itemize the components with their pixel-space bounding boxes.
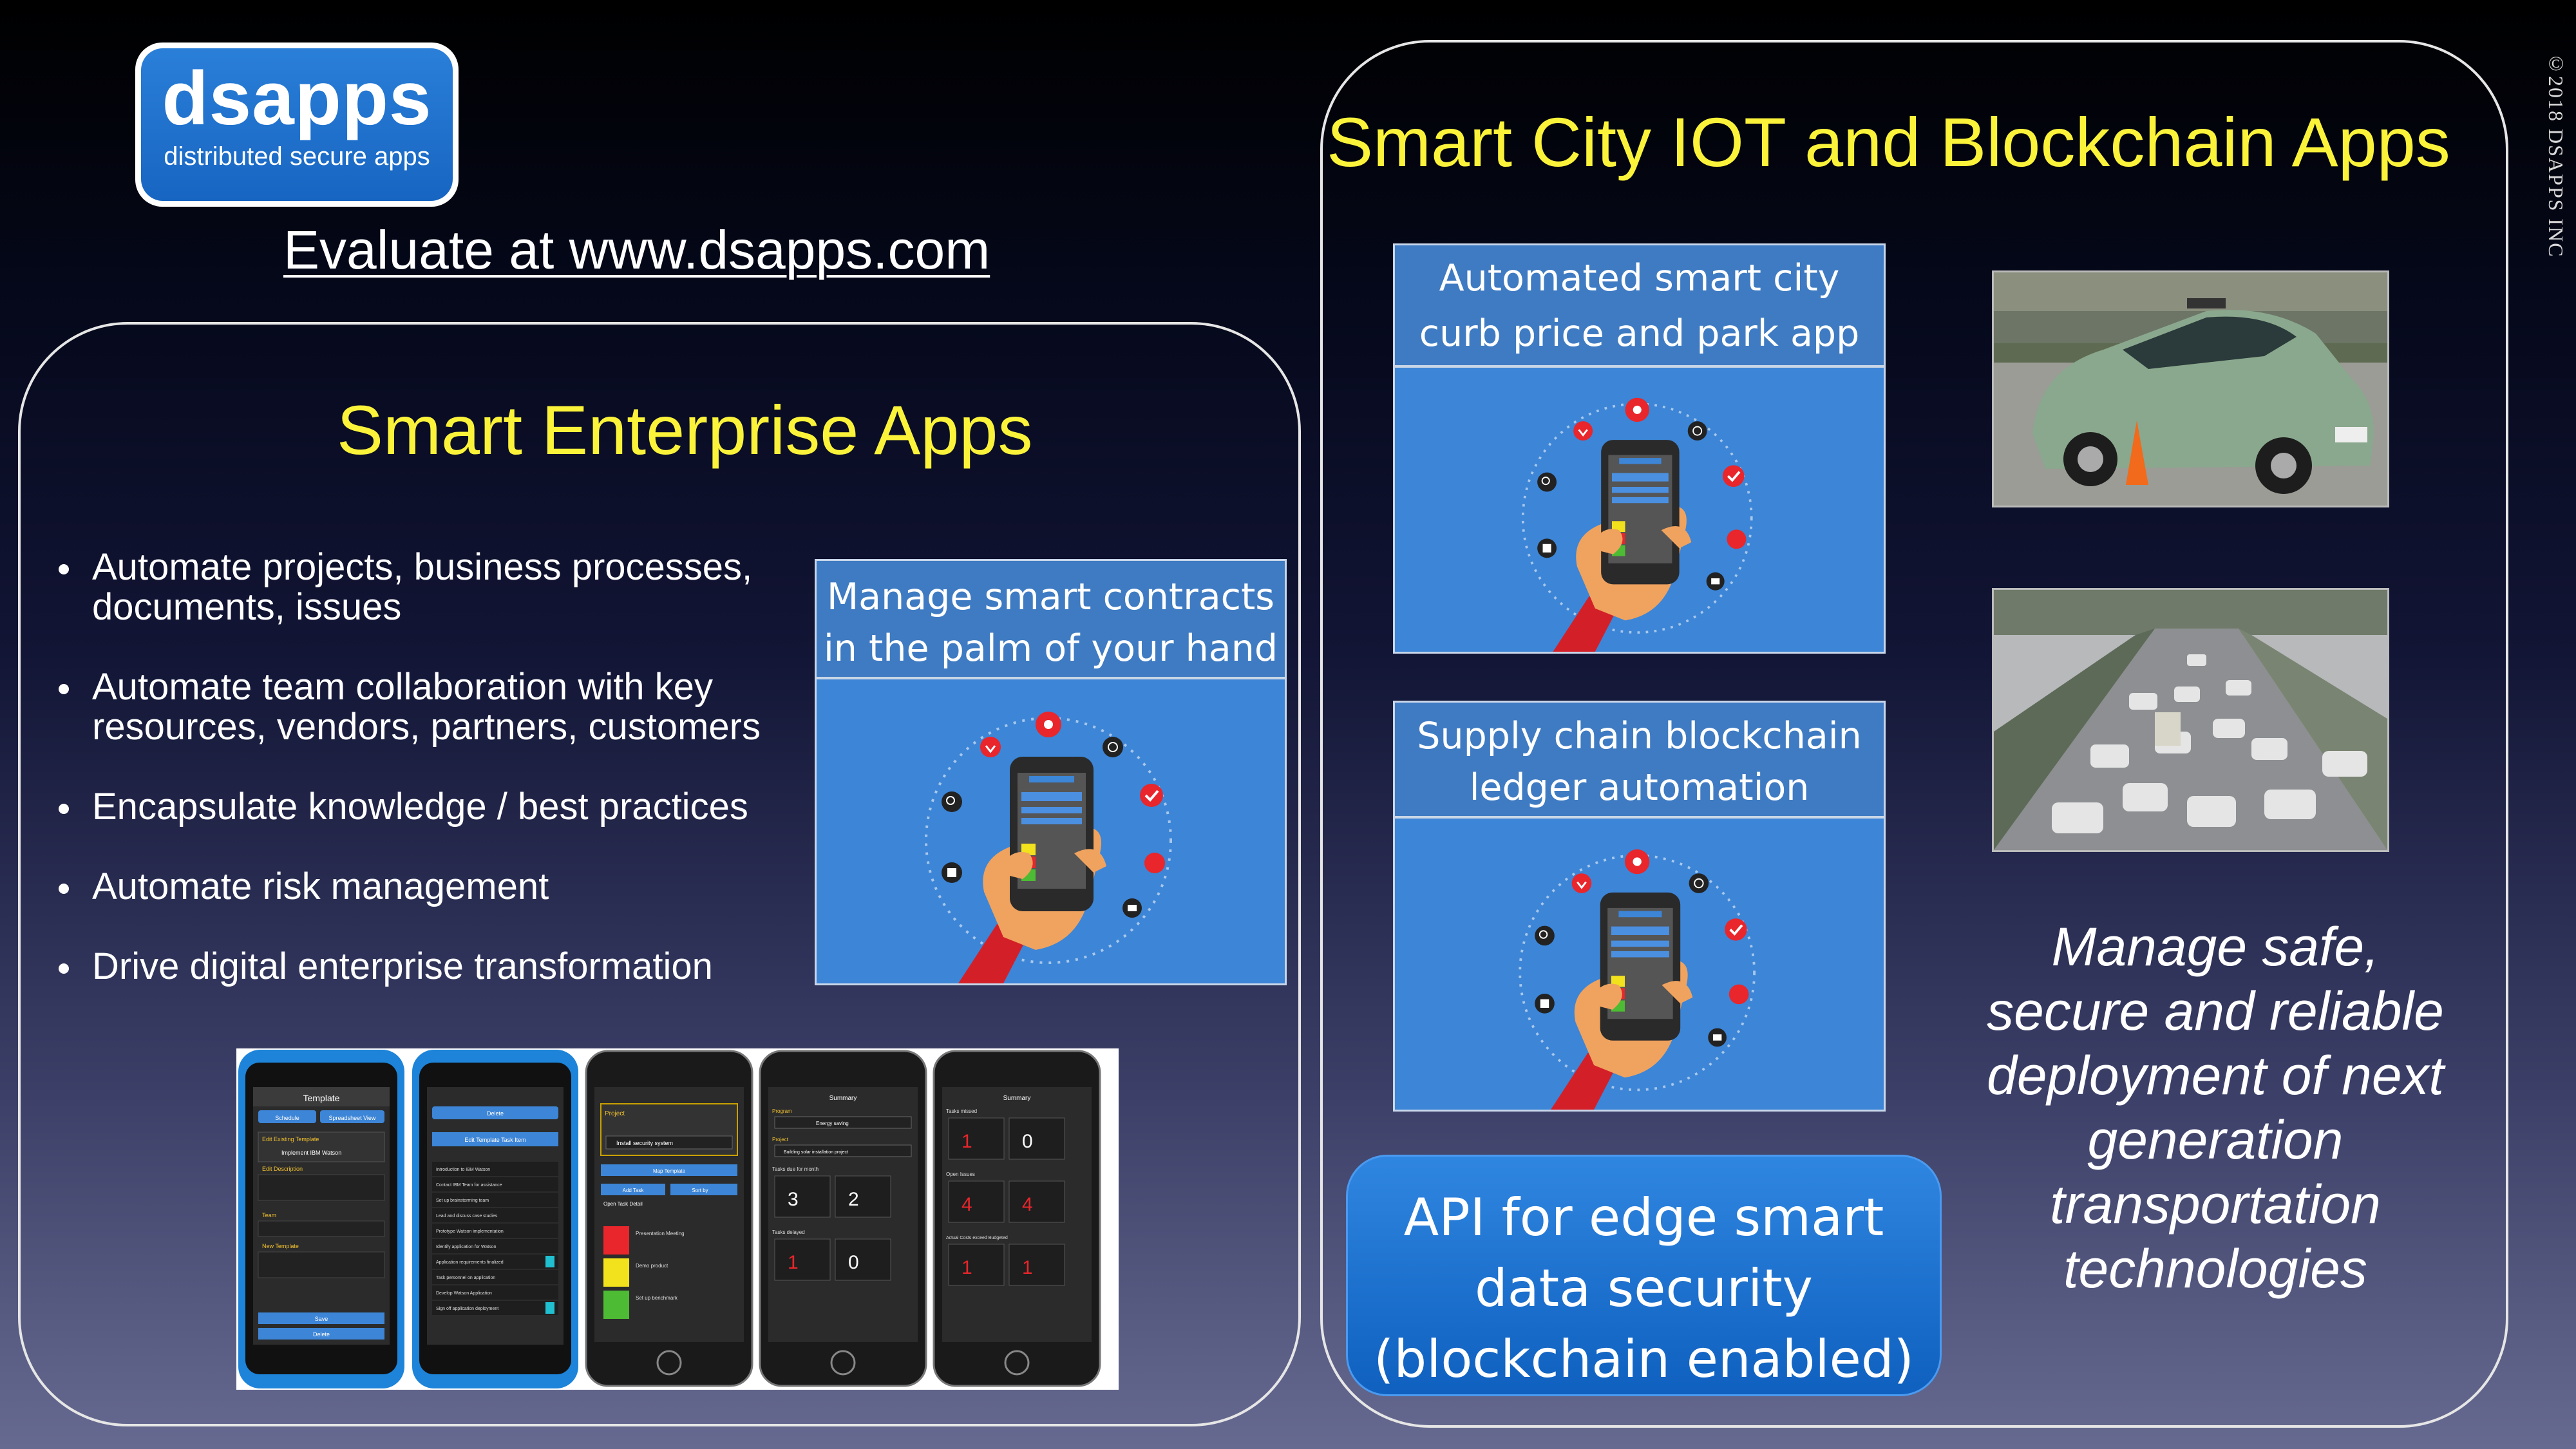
svg-text:2: 2 (848, 1189, 859, 1210)
phone-summary-screen-a: Summary Program Energy saving Project Bu… (759, 1050, 927, 1387)
api-edge-security-button[interactable]: API for edge smart data security (blockc… (1346, 1155, 1942, 1396)
bullet-item: Encapsulate knowledge / best practices (55, 787, 815, 827)
svg-text:Set up benchmark: Set up benchmark (636, 1295, 678, 1301)
svg-text:Summary: Summary (1003, 1095, 1031, 1102)
svg-text:Project: Project (772, 1137, 789, 1142)
logo-badge: dsapps distributed secure apps (141, 48, 453, 201)
svg-text:1: 1 (961, 1257, 972, 1278)
bullet-item: Automate projects, business processes, d… (55, 547, 815, 627)
svg-text:1: 1 (1022, 1257, 1033, 1278)
card-title: Manage smart contracts in the palm of yo… (817, 561, 1285, 679)
self-driving-car-photo (1992, 270, 2389, 507)
mobile-app-screenshots: Template Schedule Spreadsheet View Edit … (236, 1048, 1119, 1390)
card-title: Automated smart city curb price and park… (1395, 245, 1884, 368)
svg-text:Edit Description: Edit Description (262, 1166, 303, 1172)
card-title: Supply chain blockchain ledger automatio… (1395, 703, 1884, 819)
bullet-item: Automate team collaboration with key res… (55, 667, 815, 747)
enterprise-bullet-list: Automate projects, business processes, d… (55, 547, 815, 1027)
svg-text:Set up brainstorming team: Set up brainstorming team (436, 1198, 489, 1203)
svg-text:Actual Costs exceed Budgeted: Actual Costs exceed Budgeted (946, 1236, 1008, 1240)
curb-park-card: Automated smart city curb price and park… (1393, 243, 1886, 654)
enterprise-title: Smart Enterprise Apps (337, 391, 1033, 469)
evaluate-link[interactable]: Evaluate at www.dsapps.com (283, 220, 990, 280)
svg-text:Tasks missed: Tasks missed (946, 1108, 977, 1114)
svg-text:Add Task: Add Task (623, 1188, 645, 1193)
svg-text:Contact IBM Team for assistanc: Contact IBM Team for assistance (436, 1183, 502, 1188)
smart-city-panel (1320, 40, 2508, 1428)
svg-text:1: 1 (788, 1252, 799, 1273)
hand-phone-icon (1519, 849, 1756, 1110)
svg-text:Implement IBM Watson: Implement IBM Watson (281, 1150, 341, 1156)
svg-text:Team: Team (262, 1212, 276, 1218)
phones-illustration: Template Schedule Spreadsheet View Edit … (238, 1050, 1101, 1388)
svg-text:Template: Template (303, 1093, 340, 1103)
svg-text:Install security system: Install security system (616, 1140, 673, 1146)
svg-text:Save: Save (315, 1316, 328, 1322)
svg-text:Edit Existing Template: Edit Existing Template (262, 1136, 319, 1142)
svg-text:Building solar installation pr: Building solar installation project (784, 1150, 848, 1155)
svg-text:Edit Template Task Item: Edit Template Task Item (464, 1137, 526, 1143)
hand-phone-icon (925, 712, 1172, 983)
svg-text:Energy saving: Energy saving (816, 1121, 849, 1126)
svg-text:Introduction to IBM Watson: Introduction to IBM Watson (436, 1168, 490, 1172)
logo-tagline: distributed secure apps (164, 142, 430, 171)
svg-text:4: 4 (961, 1194, 972, 1215)
svg-text:Summary: Summary (829, 1095, 857, 1102)
dsapps-logo: dsapps distributed secure apps (135, 43, 459, 207)
svg-text:4: 4 (1022, 1194, 1033, 1215)
smart-contracts-card: Manage smart contracts in the palm of yo… (815, 559, 1287, 985)
svg-text:Tasks due for month: Tasks due for month (772, 1166, 819, 1172)
svg-text:Presentation Meeting: Presentation Meeting (636, 1231, 685, 1236)
bullet-item: Automate risk management (55, 867, 815, 907)
phone-summary-screen-b: Summary Tasks missed 1 0 Open Issues 4 4… (933, 1050, 1101, 1387)
supply-chain-card: Supply chain blockchain ledger automatio… (1393, 701, 1886, 1112)
svg-text:New Template: New Template (262, 1243, 299, 1249)
svg-text:Prototype Watson implementatio: Prototype Watson implementation (436, 1229, 504, 1234)
svg-text:Sign off application deploymen: Sign off application deployment (436, 1307, 498, 1311)
svg-text:Map Template: Map Template (653, 1168, 686, 1174)
svg-text:Open Issues: Open Issues (946, 1171, 975, 1177)
svg-text:Delete: Delete (313, 1331, 330, 1338)
svg-text:0: 0 (1022, 1131, 1033, 1152)
svg-text:Tasks delayed: Tasks delayed (772, 1229, 805, 1235)
phone-task-list-screen: Delete Edit Template Task Item Introduct… (412, 1050, 578, 1388)
svg-text:Program: Program (772, 1108, 792, 1114)
svg-text:3: 3 (788, 1189, 799, 1210)
hand-phone-icon (1521, 397, 1753, 652)
svg-text:Lead and discuss case studies: Lead and discuss case studies (436, 1214, 498, 1218)
svg-text:Task personnel on application: Task personnel on application (436, 1276, 495, 1280)
copyright-text: ©2018 DSAPPS INC (2544, 52, 2568, 258)
logo-brand: dsapps (162, 56, 432, 141)
svg-text:0: 0 (848, 1252, 859, 1273)
bullet-item: Drive digital enterprise transformation (55, 947, 815, 987)
svg-text:Sort by: Sort by (692, 1188, 708, 1193)
svg-text:Application requirements final: Application requirements finalized (436, 1260, 504, 1265)
smart-city-title: Smart City IOT and Blockchain Apps (1327, 103, 2450, 181)
svg-text:Project: Project (605, 1110, 625, 1117)
svg-text:Delete: Delete (487, 1110, 504, 1117)
enterprise-panel (18, 322, 1301, 1426)
svg-text:Spreadsheet View: Spreadsheet View (329, 1115, 376, 1121)
transportation-tagline: Manage safe, secure and reliable deploym… (1987, 916, 2444, 1299)
phone-project-screen: Project Install security system Map Temp… (585, 1050, 753, 1387)
svg-text:Identify application for Watso: Identify application for Watson (436, 1245, 497, 1249)
svg-text:Schedule: Schedule (275, 1115, 299, 1121)
svg-text:Develop Watson Application: Develop Watson Application (436, 1291, 492, 1296)
svg-text:1: 1 (961, 1131, 972, 1152)
svg-text:Demo product: Demo product (636, 1263, 668, 1269)
highway-traffic-photo (1992, 588, 2389, 852)
svg-text:Open Task Detail: Open Task Detail (603, 1201, 643, 1207)
phone-template-screen: Template Schedule Spreadsheet View Edit … (238, 1050, 404, 1388)
